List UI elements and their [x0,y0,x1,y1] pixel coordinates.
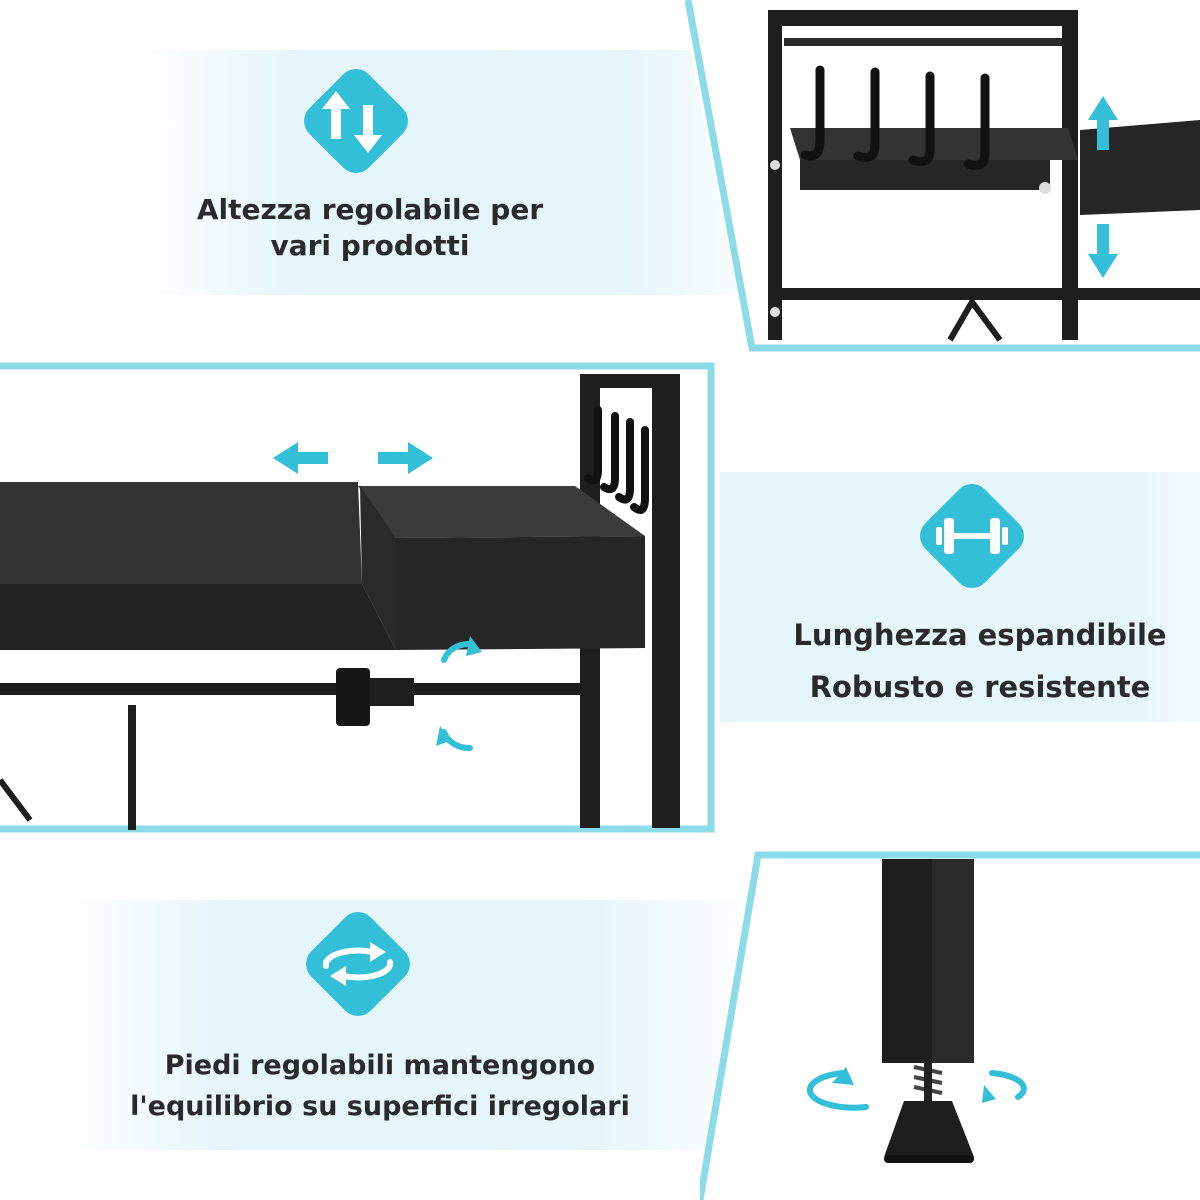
feature-badge-feet [292,898,424,1030]
feature-badge-height [290,55,422,187]
photo-panel-shelf-length [0,360,720,838]
feature-caption-line: l'equilibrio su superfici irregolari [130,1090,630,1122]
feature-caption-height: Altezza regolabile per vari prodotti [150,192,590,265]
feature-caption-feet: Piedi regolabili mantengono l'equilibrio… [60,1046,700,1127]
feature-band-height [140,50,780,295]
feature-caption-line: Lunghezza espandibile [793,618,1167,652]
vertical-arrows-icon [322,91,382,153]
vertical-arrows-icon [1088,96,1118,278]
horizontal-arrows-icon [273,442,433,474]
feature-caption-line: Altezza regolabile per [196,193,544,226]
photo-panel-adjustable-feet [700,845,1200,1200]
feature-caption-line: Piedi regolabili mantengono [164,1050,596,1081]
feature-caption-line: vari prodotti [270,229,470,263]
rotate-arrows-icon [322,947,394,981]
feature-badge-length [906,470,1038,602]
feature-band-feet [60,900,760,1150]
photo-panel-shelf-height [680,0,1200,352]
rotate-arrows-icon [806,1070,1027,1111]
feature-caption-length: Lunghezza espandibile Robusto e resisten… [770,610,1190,713]
feature-caption-line: Robusto e resistente [809,669,1151,704]
dumbbell-icon [936,518,1008,554]
